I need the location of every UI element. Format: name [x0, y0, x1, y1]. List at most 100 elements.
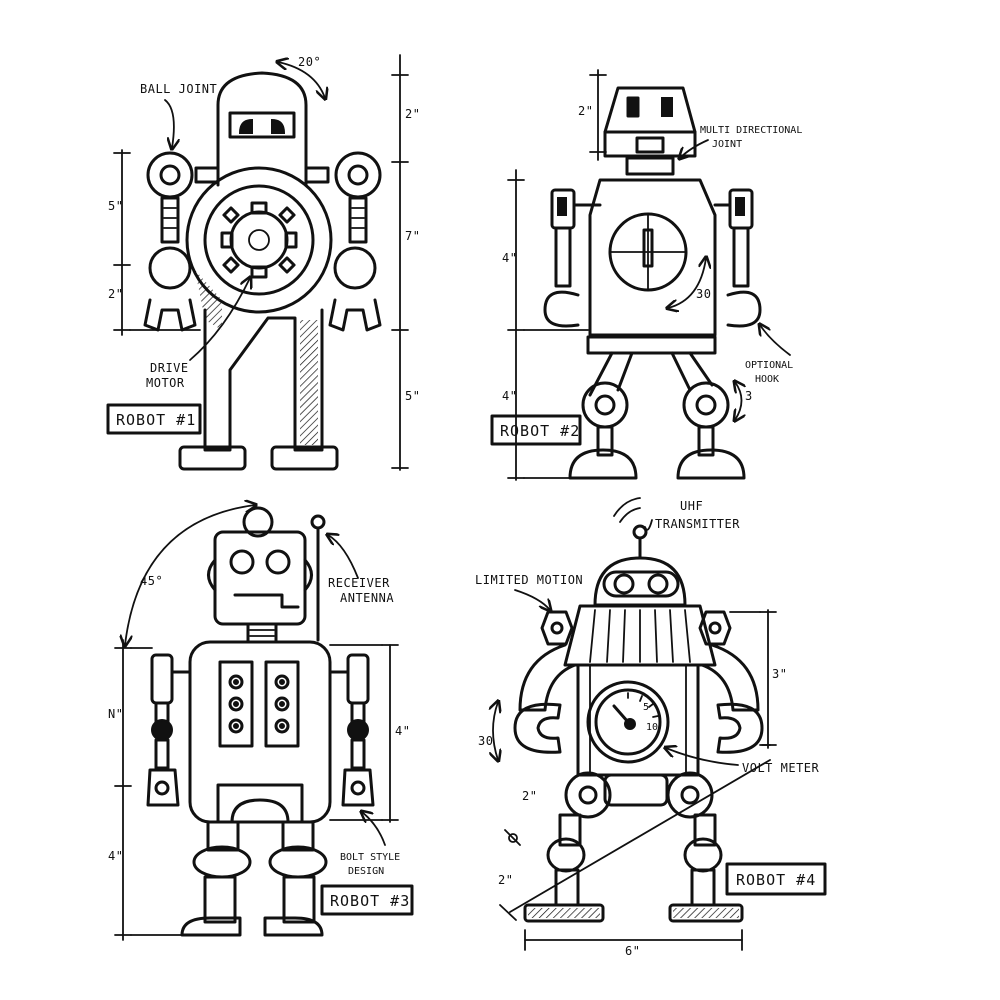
robot1-eye-left: [238, 118, 253, 134]
robot4-shoulder-plate: [563, 604, 717, 667]
robot4-uhf-label: UHF: [680, 499, 703, 513]
robot4-foot-right: [668, 903, 744, 923]
robot3-hip: [216, 783, 304, 824]
robot4-shoulder-ribs: [589, 609, 691, 663]
robot3-title-box: [320, 884, 414, 916]
robot1-legs: [203, 308, 324, 452]
robot1-shading: [195, 270, 222, 330]
robot1-legs-dim: 5": [405, 389, 420, 403]
robot3-legs-dim: 4": [108, 849, 123, 863]
robot1-arm-right: [328, 151, 382, 332]
robot1-arm-dim: 5": [108, 199, 123, 213]
robot1-ball-joint-label: BALL JOINT: [140, 82, 217, 96]
gear-icon: [220, 201, 298, 279]
robot3-antenna-label: ANTENNA: [340, 591, 394, 605]
robot2-arm-right: [726, 188, 762, 328]
robot4-hip: [603, 773, 669, 807]
robot3-panel-right: [264, 660, 300, 748]
robot2-wheel-dim: 3: [745, 389, 753, 403]
robot3-neck: [246, 622, 278, 644]
robot2-wheel-left: [581, 381, 629, 429]
robot4-foot-left: [523, 903, 605, 923]
robot3-hip-arch: [230, 798, 290, 824]
robot1-head-dim: 2": [405, 107, 420, 121]
robot3-receiver-label: RECEIVER: [328, 576, 390, 590]
robot4-shin-right: [690, 868, 716, 907]
robot2-optional-label: OPTIONAL: [745, 360, 793, 371]
robot3-arm-dim: N": [108, 707, 123, 721]
robot2-joint-label: JOINT: [712, 139, 742, 150]
robot4-transmitter-label: TRANSMITTER: [655, 517, 740, 531]
robot3-arm-right: [328, 653, 375, 807]
robot4-pivot-marker: [508, 833, 518, 843]
voltmeter-gauge: 5 10: [586, 680, 670, 764]
robot2-head: [603, 86, 697, 134]
robot3-bolt-label: BOLT STYLE: [340, 852, 400, 863]
robot2-title: ROBOT #2: [500, 422, 580, 440]
robot4-hip-joint-left: [564, 771, 612, 819]
robot1-shoulder-left: [194, 166, 220, 184]
robot-4: 5 10: [475, 497, 827, 958]
antenna-icon: [310, 514, 326, 530]
robot2-eye-right: [661, 97, 673, 117]
robot4-upper-leg-dim: 2": [522, 789, 537, 803]
robot1-title-box: [106, 403, 202, 435]
robot4-claw-left: [513, 702, 562, 754]
robot3-buttons: [228, 674, 290, 734]
robot4-bolt-right: [698, 610, 732, 646]
robot4-voltmeter-label: VOLT METER: [742, 761, 820, 775]
robot4-rotation-dim: 30: [478, 734, 493, 748]
robot4-hip-joint-right: [666, 771, 714, 819]
robot3-shin-right: [282, 875, 316, 924]
robot3-title: ROBOT #3: [330, 892, 410, 910]
robot2-rotation-dim: 30: [696, 287, 711, 301]
robot1-body-dim: 7": [405, 229, 420, 243]
robot3-mouth: [233, 593, 300, 609]
robot4-dimensions: [493, 519, 777, 951]
gauge-10-label: 10: [646, 722, 658, 733]
robot4-arm-left: [518, 643, 577, 712]
robot2-title-box: [490, 414, 582, 446]
robot4-title: ROBOT #4: [736, 871, 816, 889]
robot3-design-label: DESIGN: [348, 866, 384, 877]
robot2-foot-right: [676, 448, 746, 480]
robot3-eye-right: [265, 549, 291, 575]
robot1-title: ROBOT #1: [116, 411, 196, 429]
robot3-torso-dim: 4": [395, 724, 410, 738]
robot4-limited-motion-label: LIMITED MOTION: [475, 573, 583, 587]
robot1-shoulder-right: [304, 166, 330, 184]
robot3-angle-label: 45°: [140, 574, 163, 588]
robot2-legs-dim: 4": [502, 389, 517, 403]
robot1-body: [185, 166, 333, 314]
robot4-head: [593, 556, 687, 607]
robot4-arm-right: [700, 643, 760, 712]
robot3-dimensions: [114, 505, 399, 941]
robot3-ear-right: [303, 558, 313, 592]
robot4-bolt-left: [540, 610, 574, 646]
robot2-head-dim: 2": [578, 104, 593, 118]
robot4-lower-leg-dim: 2": [498, 873, 513, 887]
robot2-eye-left-fill: [627, 97, 639, 117]
robot1-eye-right: [271, 118, 286, 134]
robot1-body-inner: [203, 184, 315, 296]
robot1-leg-shading: [300, 320, 318, 445]
robot1-foot-right: [270, 445, 339, 471]
robot2-dial-needle: [642, 228, 654, 268]
robot3-head: [213, 530, 307, 626]
robot2-leg-left: [588, 351, 614, 397]
robot2-arm-left: [543, 188, 580, 328]
robot3-torso: [188, 640, 332, 824]
robot3-foot-right: [263, 916, 324, 937]
robot2-leg-right: [670, 351, 692, 392]
robot1-motor-label: MOTOR: [146, 376, 185, 390]
robot2-waist: [586, 335, 717, 355]
robot3-knee-left: [206, 820, 240, 852]
robot4-shin-left: [554, 868, 580, 907]
robot2-neck: [625, 156, 675, 176]
robot4-width-dim: 6": [625, 944, 640, 958]
robot1-drive-label: DRIVE: [150, 361, 189, 375]
robot4-goggles: [602, 570, 680, 598]
robot2-dimensions: [507, 69, 791, 481]
robot2-jaw: [603, 130, 697, 158]
